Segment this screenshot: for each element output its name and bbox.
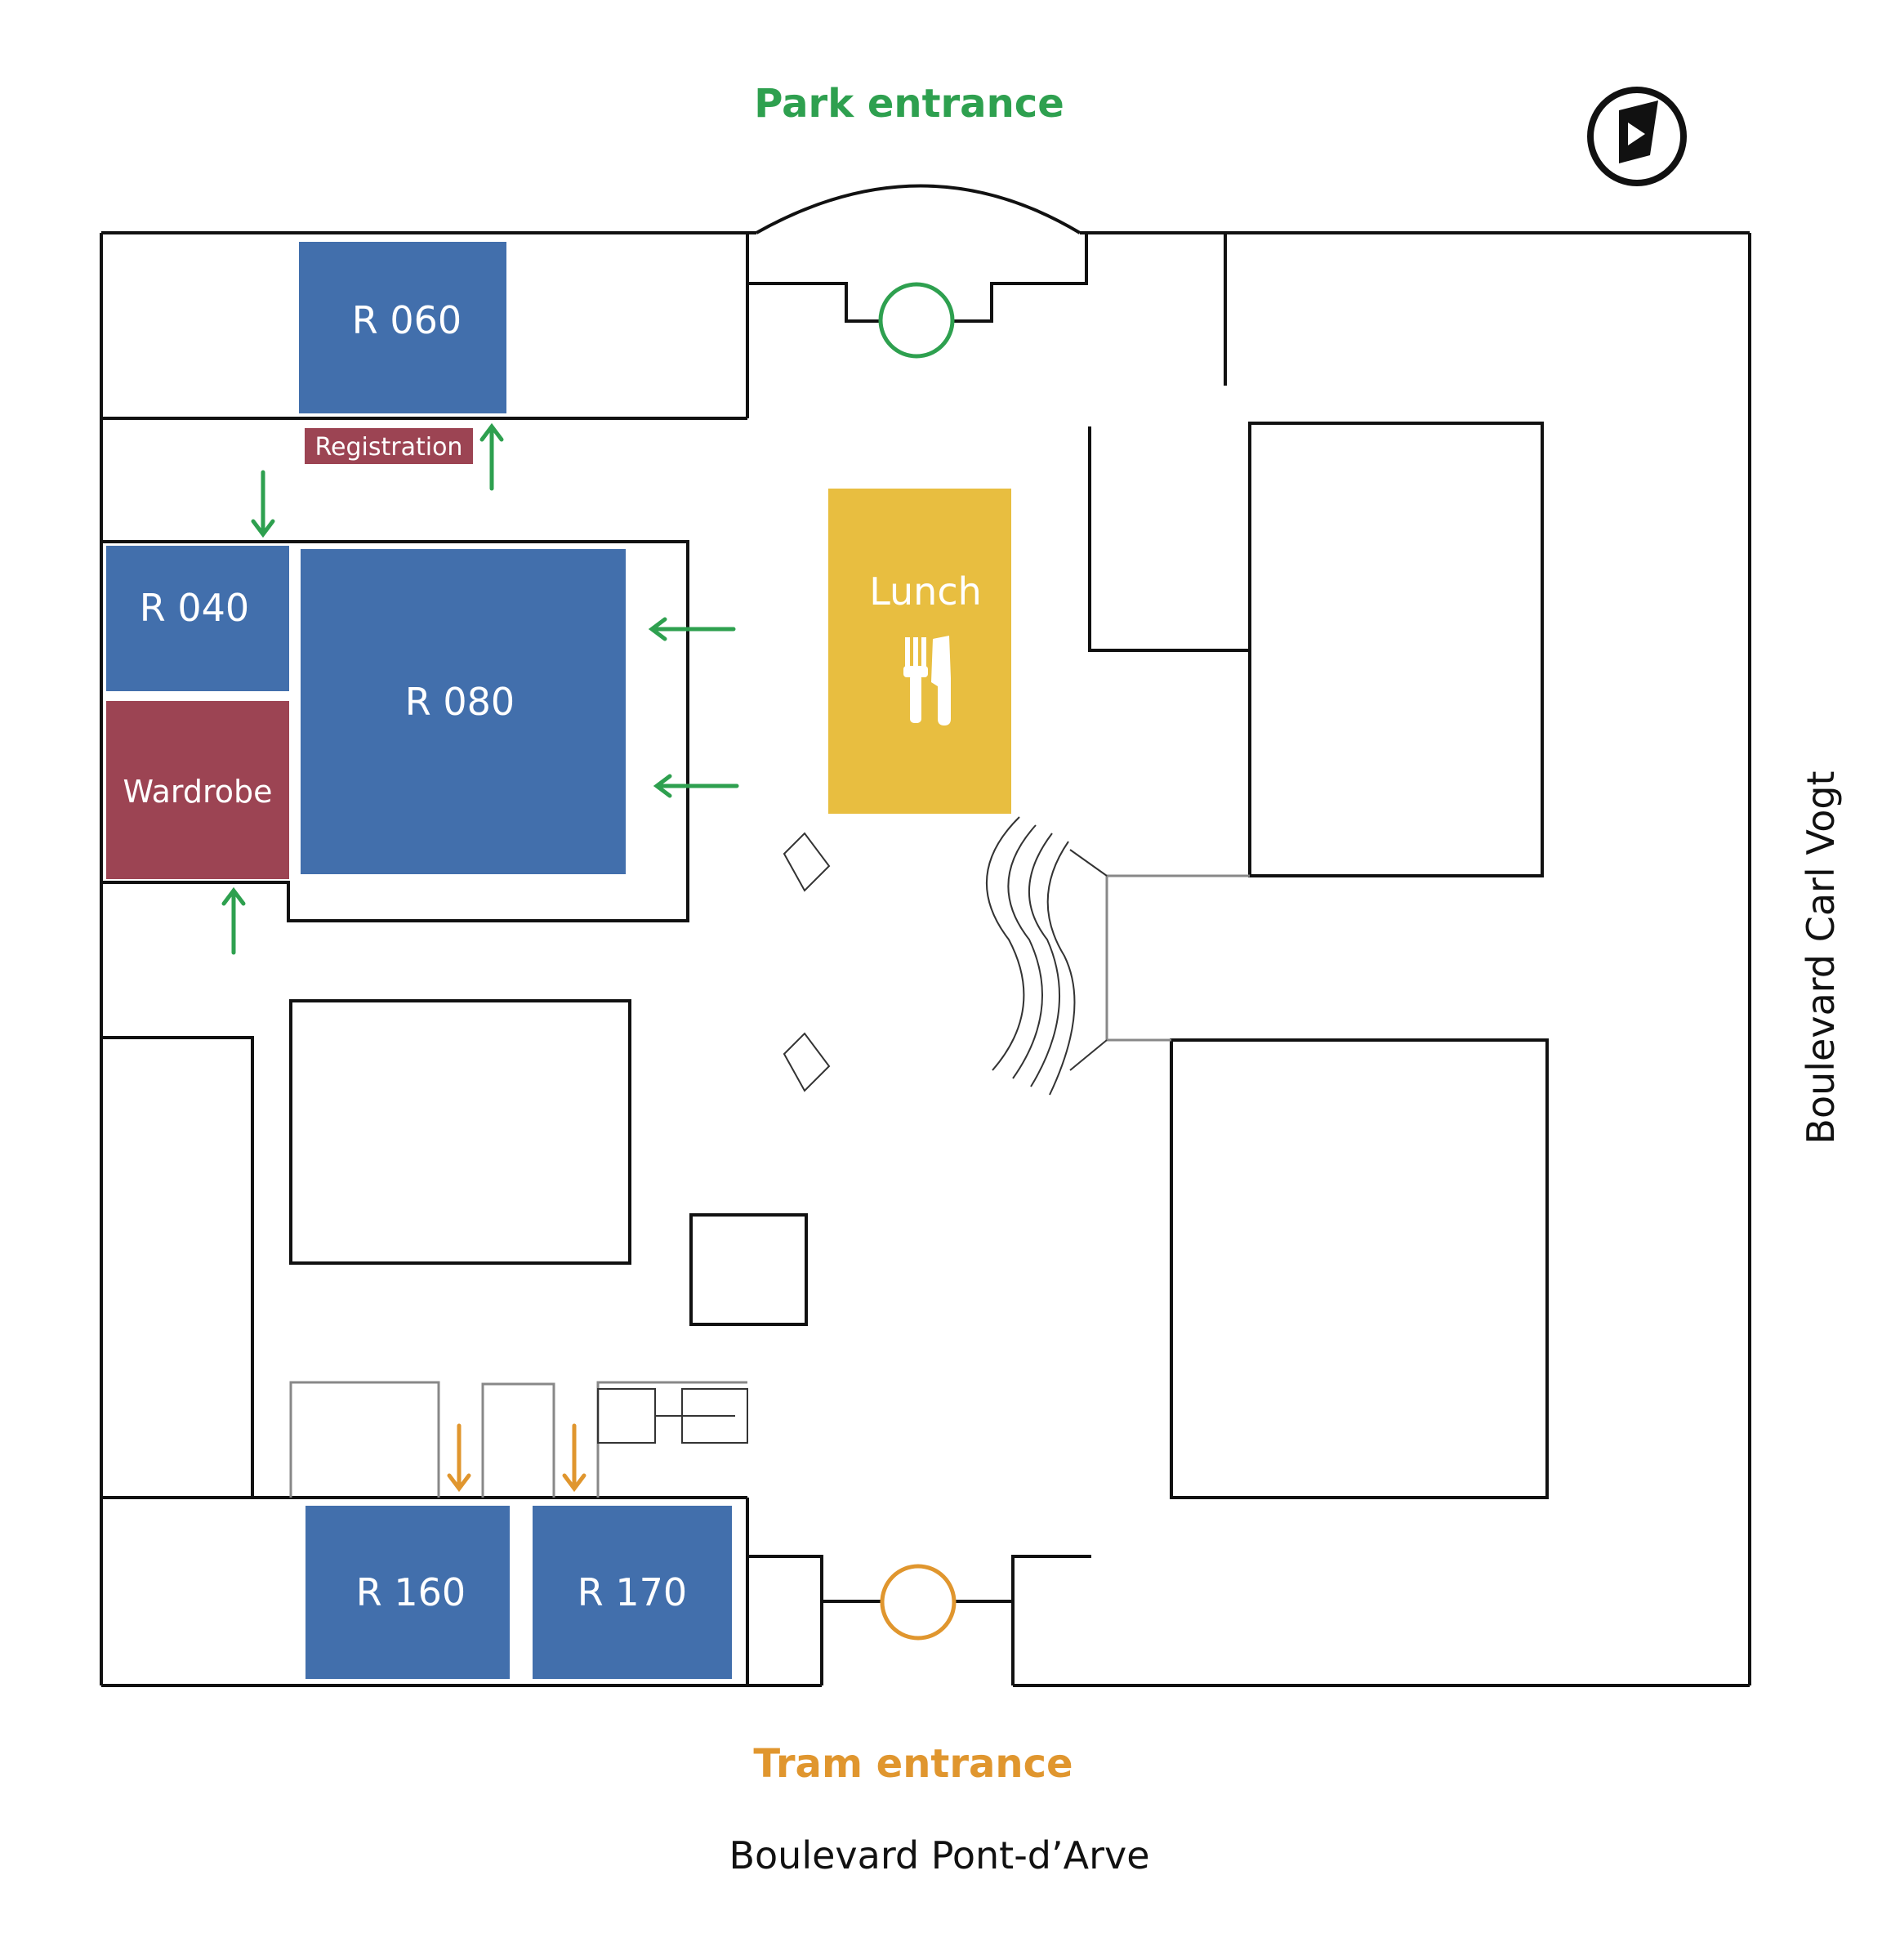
park-entrance-marker[interactable] [878, 282, 955, 359]
fork-knife-icon [903, 636, 951, 726]
park-route-arrows [221, 422, 739, 955]
registration-area[interactable] [305, 428, 473, 464]
building-walls [100, 184, 1751, 1687]
room-r170-label: R 170 [578, 1570, 687, 1614]
room-r170[interactable] [533, 1506, 732, 1679]
room-r040[interactable] [106, 546, 289, 691]
registration-label: Registration [315, 433, 463, 462]
tram-entrance-marker[interactable] [880, 1564, 957, 1641]
lunch-area[interactable] [828, 489, 1011, 814]
tram-entrance-label: Tram entrance [753, 1741, 1073, 1787]
arrow-left-icon [648, 617, 736, 641]
compass-icon [1587, 87, 1687, 186]
room-r060-label: R 060 [352, 298, 462, 342]
arrow-up-icon [221, 886, 246, 955]
lunch-label: Lunch [869, 569, 982, 614]
room-r080-label: R 080 [405, 680, 515, 724]
park-entrance-label: Park entrance [754, 81, 1064, 127]
south-corridor-walls [289, 1381, 747, 1498]
stairs [597, 816, 1108, 1444]
arrow-left-icon [653, 774, 739, 798]
room-r080[interactable] [301, 549, 626, 874]
wardrobe-area[interactable] [106, 701, 289, 879]
room-r040-label: R 040 [140, 586, 249, 630]
arrow-up-icon [479, 422, 504, 491]
room-r160[interactable] [305, 1506, 510, 1679]
arrow-down-icon [562, 1423, 586, 1493]
arrow-down-icon [251, 470, 275, 538]
arrow-down-icon [447, 1423, 471, 1493]
street-south-label: Boulevard Pont-d’Arve [729, 1833, 1149, 1877]
wardrobe-label: Wardrobe [123, 774, 272, 810]
room-r060[interactable] [299, 242, 506, 413]
room-r160-label: R 160 [356, 1570, 466, 1614]
street-east-label: Boulevard Carl Vogt [1799, 770, 1843, 1144]
tram-route-arrows [447, 1423, 586, 1493]
